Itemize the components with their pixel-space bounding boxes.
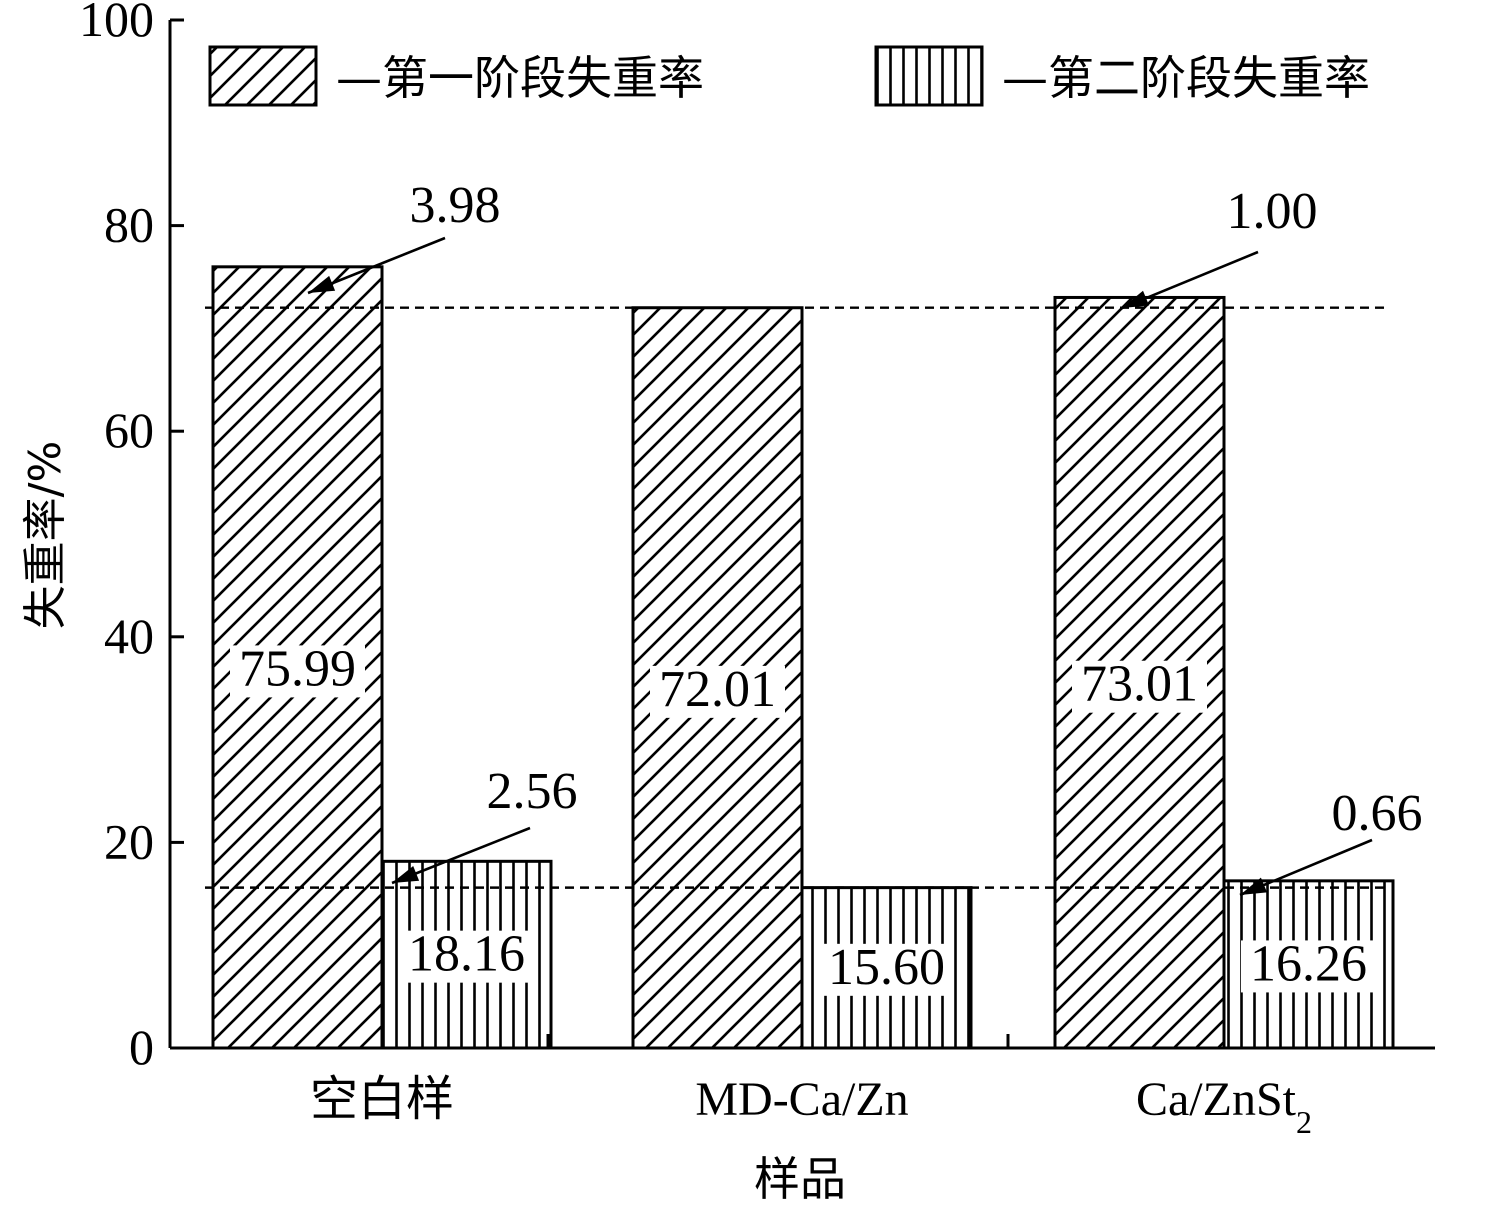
x-tick-label-subscript: 2 <box>1296 1104 1312 1140</box>
data-label: 73.01 <box>1081 656 1198 713</box>
annotation-arrow-head <box>308 275 336 293</box>
annotation-arrow-head <box>392 865 420 883</box>
x-tick-label: 空白样 <box>310 1071 454 1127</box>
legend-swatch <box>208 45 318 107</box>
data-label: 16.26 <box>1250 935 1367 992</box>
annotation-label: 2.56 <box>487 763 578 820</box>
annotation-label: 0.66 <box>1332 785 1423 842</box>
y-tick-label: 80 <box>104 197 154 253</box>
legend-swatch <box>874 45 984 107</box>
data-label: 72.01 <box>659 661 776 718</box>
x-tick-label: MD-Ca/Zn <box>695 1073 908 1126</box>
bars <box>211 265 1395 1050</box>
annotation-arrow-head <box>1240 877 1268 895</box>
y-tick-label: 20 <box>104 813 154 869</box>
data-label: 18.16 <box>408 926 525 983</box>
legend-label: —第一阶段失重率 <box>336 51 704 105</box>
data-label-bg <box>399 930 534 983</box>
data-label-bg <box>1241 940 1376 993</box>
data-label-bg <box>1072 660 1207 713</box>
legend-label: —第二阶段失重率 <box>1002 51 1370 105</box>
legend: —第一阶段失重率 —第二阶段失重率 <box>208 45 1370 107</box>
y-tick-label: 100 <box>79 0 154 47</box>
y-axis-title: 失重率/% <box>20 441 71 630</box>
data-labels: 75.99 72.01 73.01 18.16 15.60 16.26 <box>230 640 1376 996</box>
y-tick-label: 40 <box>104 608 154 664</box>
annotation-arrow-head <box>1122 290 1150 308</box>
y-tick-label: 0 <box>129 1019 154 1075</box>
annotation-label: 1.00 <box>1227 183 1318 240</box>
data-label: 75.99 <box>239 640 356 697</box>
annotations: 3.98 1.00 2.56 0.66 <box>307 177 1423 897</box>
data-label: 15.60 <box>828 939 945 996</box>
annotation-label: 3.98 <box>410 177 501 234</box>
x-tick-label: Ca/ZnSt2 <box>1136 1073 1312 1140</box>
data-label-bg <box>650 665 785 718</box>
data-label-bg <box>819 943 954 996</box>
data-label-bg <box>230 645 365 698</box>
x-axis-title: 样品 <box>754 1152 846 1206</box>
y-tick-label: 60 <box>104 402 154 458</box>
